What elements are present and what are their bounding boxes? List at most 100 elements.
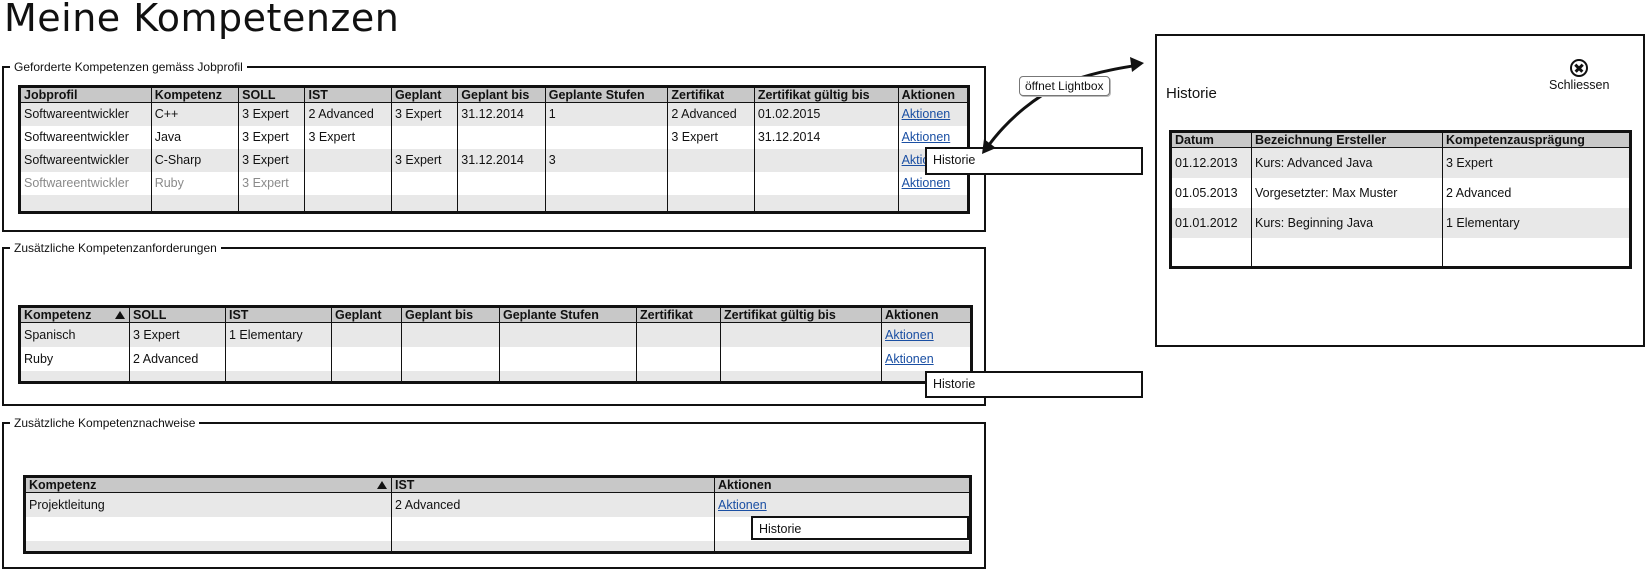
historie-menu-item[interactable]: Historie bbox=[925, 147, 1143, 175]
table-cell: 3 Expert bbox=[304, 125, 392, 149]
col-header[interactable]: Aktionen bbox=[714, 476, 971, 493]
table-cell: 3 Expert bbox=[1442, 147, 1631, 178]
table-header-row: Jobprofil Kompetenz SOLL IST Geplant Gep… bbox=[19, 86, 970, 103]
table-cell bbox=[390, 125, 459, 149]
col-header[interactable]: Jobprofil bbox=[19, 86, 152, 103]
table-cell: 3 Expert bbox=[667, 125, 755, 149]
col-header[interactable]: Kompetenz bbox=[150, 86, 240, 103]
table-cell: 2 Advanced bbox=[304, 102, 392, 126]
col-header[interactable]: Datum bbox=[1170, 131, 1252, 148]
table-cell bbox=[225, 346, 332, 371]
table-cell: Softwareentwickler bbox=[19, 102, 152, 126]
col-header[interactable]: IST bbox=[304, 86, 392, 103]
aktionen-link[interactable]: Aktionen bbox=[901, 130, 951, 144]
table-row-empty bbox=[24, 540, 971, 553]
table-cell: C++ bbox=[150, 102, 240, 126]
table-cell bbox=[720, 346, 882, 371]
sort-ascending-icon[interactable] bbox=[115, 311, 125, 319]
col-header[interactable]: Zertifikat bbox=[636, 306, 721, 323]
kompetenznachweise-table: Kompetenz IST Aktionen Projektleitung 2 … bbox=[23, 475, 972, 554]
table-cell bbox=[636, 346, 721, 371]
historie-menu-item[interactable]: Historie bbox=[925, 371, 1143, 398]
table-cell: 3 Expert bbox=[238, 148, 306, 172]
table-cell bbox=[499, 346, 637, 371]
table-cell: 1 bbox=[544, 102, 669, 126]
table-cell bbox=[457, 171, 546, 195]
col-header[interactable]: SOLL bbox=[238, 86, 306, 103]
table-row: Spanisch 3 Expert 1 Elementary Aktionen bbox=[19, 322, 972, 347]
table-row-disabled: Softwareentwickler Ruby 3 Expert Aktione… bbox=[19, 171, 970, 195]
col-header[interactable]: SOLL bbox=[129, 306, 226, 323]
table-cell: 01.12.2013 bbox=[1170, 147, 1252, 178]
section-geforderte-kompetenzen: Geforderte Kompetenzen gemäss Jobprofil … bbox=[2, 59, 986, 232]
table-cell: 31.12.2014 bbox=[457, 102, 546, 126]
page-title: Meine Kompetenzen bbox=[4, 0, 400, 40]
table-cell: Ruby bbox=[150, 171, 240, 195]
col-header[interactable]: IST bbox=[391, 476, 715, 493]
table-cell bbox=[401, 322, 500, 347]
col-header[interactable]: IST bbox=[225, 306, 332, 323]
lightbox-title: Historie bbox=[1166, 85, 1217, 102]
table-cell bbox=[331, 322, 402, 347]
table-row: 01.01.2012 Kurs: Beginning Java 1 Elemen… bbox=[1170, 207, 1631, 238]
historie-table: Datum Bezeichnung Ersteller Kompetenzaus… bbox=[1169, 130, 1632, 269]
table-row: Softwareentwickler C-Sharp 3 Expert 3 Ex… bbox=[19, 148, 970, 172]
col-header[interactable]: Aktionen bbox=[897, 86, 970, 103]
col-header[interactable]: Zertifikat bbox=[667, 86, 755, 103]
table-cell: Softwareentwickler bbox=[19, 148, 152, 172]
col-header[interactable]: Zertifikat gültig bis bbox=[753, 86, 899, 103]
section-zusaetzliche-kompetenznachweise: Zusätzliche Kompetenznachweise Kompetenz… bbox=[2, 415, 986, 569]
table-cell: 1 Elementary bbox=[225, 322, 332, 347]
aktionen-link[interactable]: Aktionen bbox=[885, 327, 934, 342]
table-cell bbox=[667, 148, 755, 172]
table-cell: Spanisch bbox=[19, 322, 130, 347]
sort-ascending-icon[interactable] bbox=[377, 481, 387, 489]
table-header-row: Kompetenz IST Aktionen bbox=[24, 476, 971, 493]
table-row: 01.05.2013 Vorgesetzter: Max Muster 2 Ad… bbox=[1170, 177, 1631, 208]
table-cell bbox=[401, 346, 500, 371]
aktionen-link[interactable]: Aktionen bbox=[885, 351, 934, 366]
table-row-empty bbox=[1170, 237, 1631, 268]
table-cell: Ruby bbox=[19, 346, 130, 371]
col-header[interactable]: Kompetenzausprägung bbox=[1442, 131, 1631, 148]
table-cell: Vorgesetzter: Max Muster bbox=[1251, 177, 1443, 208]
table-cell: 2 Advanced bbox=[667, 102, 755, 126]
table-cell: Softwareentwickler bbox=[19, 171, 152, 195]
table-cell: Kurs: Advanced Java bbox=[1251, 147, 1443, 178]
col-header-sortable[interactable]: Kompetenz bbox=[19, 306, 130, 323]
col-header[interactable]: Bezeichnung Ersteller bbox=[1251, 131, 1443, 148]
close-button[interactable]: Schliessen bbox=[1549, 78, 1610, 92]
col-header[interactable]: Geplante Stufen bbox=[499, 306, 637, 323]
section-legend: Zusätzliche Kompetenznachweise bbox=[10, 415, 200, 431]
close-circle-icon[interactable] bbox=[1570, 59, 1588, 77]
aktionen-link[interactable]: Aktionen bbox=[901, 107, 951, 122]
col-header[interactable]: Geplant bis bbox=[457, 86, 546, 103]
col-header[interactable]: Geplante Stufen bbox=[544, 86, 669, 103]
col-header-label: Kompetenz bbox=[29, 478, 97, 492]
table-cell: 3 Expert bbox=[238, 125, 306, 149]
table-cell bbox=[304, 148, 392, 172]
aktionen-link[interactable]: Aktionen bbox=[718, 497, 767, 512]
table-cell bbox=[457, 125, 546, 149]
table-row: Softwareentwickler C++ 3 Expert 2 Advanc… bbox=[19, 102, 970, 126]
col-header[interactable]: Geplant bbox=[331, 306, 402, 323]
col-header[interactable]: Geplant bbox=[390, 86, 459, 103]
col-header[interactable]: Zertifikat gültig bis bbox=[720, 306, 882, 323]
table-cell: 01.01.2012 bbox=[1170, 207, 1252, 238]
col-header-sortable[interactable]: Kompetenz bbox=[24, 476, 392, 493]
col-header[interactable]: Aktionen bbox=[881, 306, 972, 323]
table-cell: C-Sharp bbox=[150, 148, 240, 172]
col-header[interactable]: Geplant bis bbox=[401, 306, 500, 323]
historie-menu-item[interactable]: Historie bbox=[751, 516, 969, 540]
aktionen-link[interactable]: Aktionen bbox=[901, 176, 951, 190]
table-cell: 2 Advanced bbox=[391, 492, 715, 517]
table-cell bbox=[499, 322, 637, 347]
lightbox-callout: öffnet Lightbox bbox=[1019, 76, 1110, 96]
table-cell: 31.12.2014 bbox=[457, 148, 546, 172]
table-cell: Java bbox=[150, 125, 240, 149]
table-cell bbox=[544, 171, 669, 195]
table-cell bbox=[753, 171, 899, 195]
table-cell: 01.05.2013 bbox=[1170, 177, 1252, 208]
table-header-row: Kompetenz SOLL IST Geplant Geplant bis G… bbox=[19, 306, 972, 323]
table-cell bbox=[331, 346, 402, 371]
